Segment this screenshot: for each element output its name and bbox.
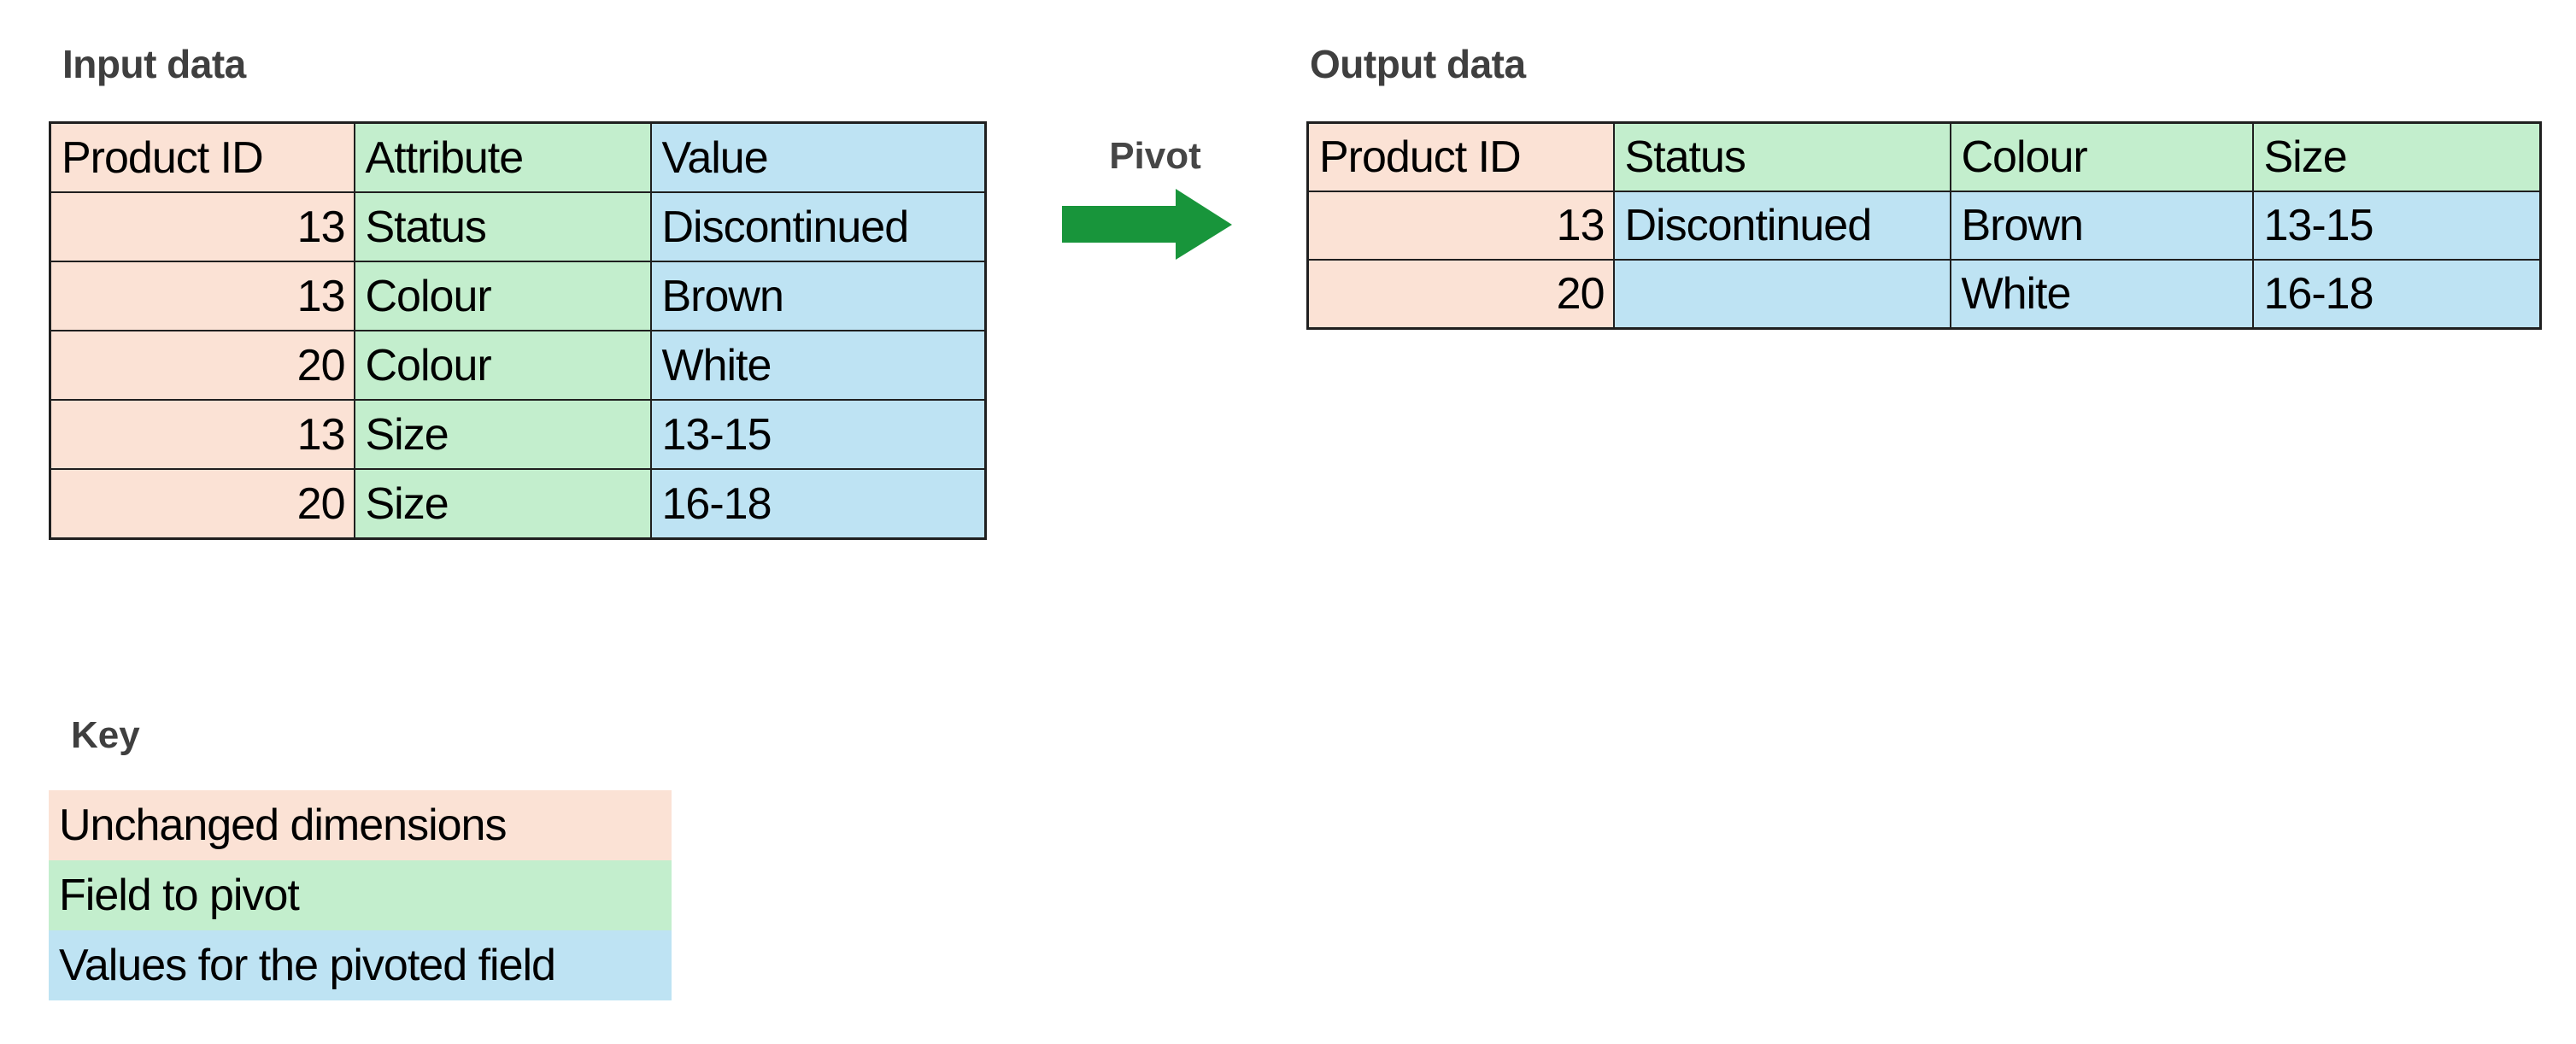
key-item-values-for-pivoted-field: Values for the pivoted field (49, 930, 672, 1000)
input-cell-attribute: Colour (353, 261, 652, 331)
input-cell-value: 16-18 (649, 468, 987, 540)
input-cell-product-id: 13 (49, 399, 355, 470)
input-header-value: Value (649, 121, 987, 193)
output-cell-size: 16-18 (2251, 259, 2542, 330)
output-cell-status: Discontinued (1612, 191, 1951, 261)
input-cell-value: Discontinued (649, 191, 987, 262)
table-row: 13 Status Discontinued (49, 191, 987, 262)
output-header-product-id: Product ID (1306, 121, 1615, 192)
key-item-unchanged-dimensions: Unchanged dimensions (49, 790, 672, 860)
input-cell-value: 13-15 (649, 399, 987, 470)
input-cell-product-id: 13 (49, 261, 355, 331)
output-header-row: Product ID Status Colour Size (1306, 121, 2542, 192)
input-header-row: Product ID Attribute Value (49, 121, 987, 193)
input-header-product-id: Product ID (49, 121, 355, 193)
output-cell-colour: Brown (1949, 191, 2254, 261)
key-title: Key (71, 714, 140, 756)
output-header-colour: Colour (1949, 121, 2254, 192)
output-cell-product-id: 13 (1306, 191, 1615, 261)
input-cell-attribute: Colour (353, 330, 652, 401)
table-row: 13 Size 13-15 (49, 399, 987, 470)
output-table: Product ID Status Colour Size 13 Discont… (1306, 121, 2542, 330)
output-cell-product-id: 20 (1306, 259, 1615, 330)
output-cell-size: 13-15 (2251, 191, 2542, 261)
input-header-attribute: Attribute (353, 121, 652, 193)
key-item-field-to-pivot: Field to pivot (49, 860, 672, 930)
input-data-title: Input data (62, 42, 246, 86)
input-cell-value: White (649, 330, 987, 401)
pivot-label: Pivot (1109, 135, 1201, 177)
output-header-size: Size (2251, 121, 2542, 192)
output-cell-colour: White (1949, 259, 2254, 330)
table-row: 13 Discontinued Brown 13-15 (1306, 191, 2542, 261)
input-table: Product ID Attribute Value 13 Status Dis… (49, 121, 987, 540)
table-row: 20 Size 16-18 (49, 468, 987, 540)
output-cell-status (1612, 259, 1951, 330)
pivot-arrow-icon (1062, 189, 1232, 260)
input-cell-attribute: Status (353, 191, 652, 262)
output-data-title: Output data (1310, 42, 1526, 86)
input-cell-attribute: Size (353, 399, 652, 470)
input-cell-value: Brown (649, 261, 987, 331)
input-cell-attribute: Size (353, 468, 652, 540)
table-row: 20 Colour White (49, 330, 987, 401)
table-row: 13 Colour Brown (49, 261, 987, 331)
input-cell-product-id: 13 (49, 191, 355, 262)
table-row: 20 White 16-18 (1306, 259, 2542, 330)
input-cell-product-id: 20 (49, 330, 355, 401)
output-header-status: Status (1612, 121, 1951, 192)
input-cell-product-id: 20 (49, 468, 355, 540)
